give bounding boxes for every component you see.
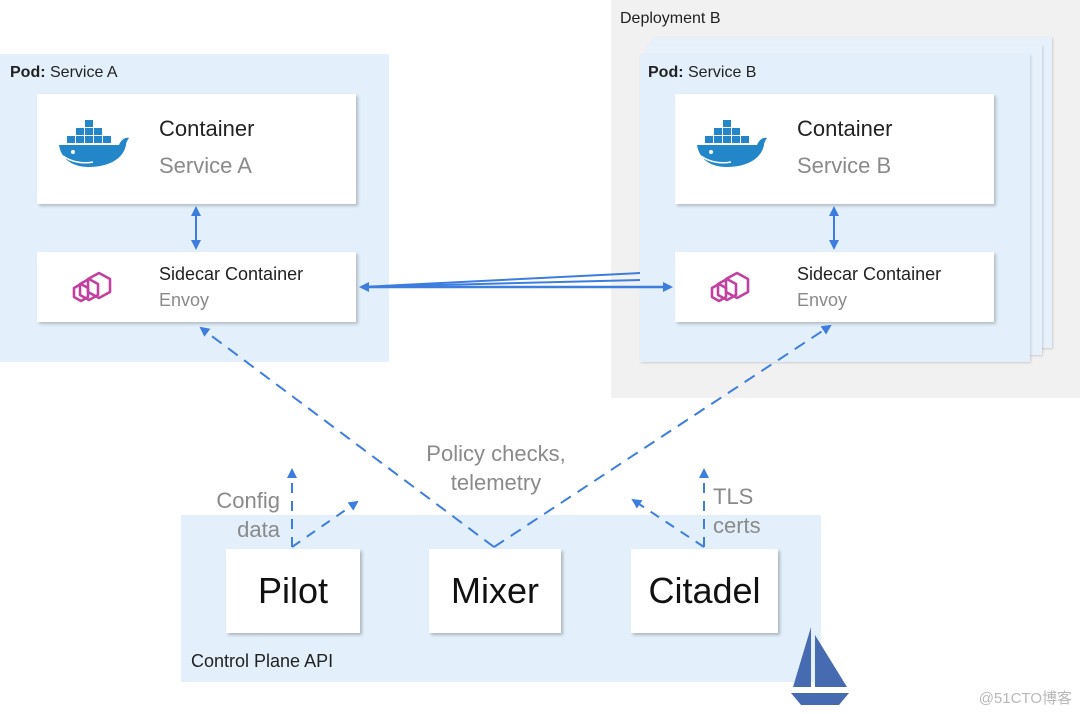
pilot-config-diag-arrow [291, 500, 359, 548]
citadel-certs-diag-arrow [631, 498, 705, 548]
sidecar-container-a-card: Sidecar Container Envoy [37, 252, 356, 322]
container-service-b-card: Container Service B [675, 94, 994, 204]
container-a-subtitle: Service A [159, 153, 252, 178]
pod-b-label: Pod: Service B [648, 64, 756, 82]
sidecar-b-subtitle: Envoy [797, 290, 848, 310]
config-line-2: data [237, 517, 280, 542]
docker-whale-icon [59, 120, 129, 167]
container-b-title: Container [797, 116, 893, 141]
mixer-card: Mixer [429, 549, 561, 633]
container-a-title: Container [159, 116, 255, 141]
policy-line-2: telemetry [450, 470, 542, 495]
watermark-text: @51CTO博客 [978, 690, 1072, 707]
control-plane-label: Control Plane API [191, 651, 334, 671]
config-line-1: Config [216, 488, 280, 513]
tls-certs-label: TLS certs [713, 482, 761, 540]
policy-line-1: Policy checks, [426, 441, 566, 466]
container-service-a-card: Container Service A [37, 94, 356, 204]
citadel-card: Citadel [631, 549, 778, 633]
pod-a-label-prefix: Pod: [10, 64, 46, 81]
envoy-icon [710, 271, 750, 303]
sidecar-container-b-card: Sidecar Container Envoy [675, 252, 994, 322]
tls-line-1: TLS [713, 484, 754, 509]
sidecar-b-title: Sidecar Container [797, 264, 942, 284]
sidecar-a-subtitle: Envoy [159, 290, 210, 310]
container-b-subtitle: Service B [797, 153, 892, 178]
sidecar-link-mid [360, 279, 641, 288]
pod-b-label-name: Service B [683, 64, 757, 81]
pilot-card: Pilot [226, 549, 360, 633]
istio-sail-icon [791, 627, 849, 705]
sidecar-link-upper [360, 272, 641, 288]
pod-a-label-name: Service A [45, 64, 118, 81]
deployment-b-label: Deployment B [620, 10, 721, 27]
mixer-to-sidecar-a-arrow [199, 326, 495, 548]
tls-line-2: certs [713, 513, 761, 538]
pod-a-label: Pod: Service A [10, 64, 118, 82]
docker-whale-icon [697, 120, 767, 167]
pod-b-label-prefix: Pod: [648, 64, 684, 81]
config-data-label: Config data [208, 486, 280, 544]
mixer-to-sidecar-b-arrow [493, 324, 832, 548]
envoy-icon [72, 271, 112, 303]
policy-telemetry-label: Policy checks, telemetry [418, 439, 574, 497]
sidecar-a-title: Sidecar Container [159, 264, 304, 284]
